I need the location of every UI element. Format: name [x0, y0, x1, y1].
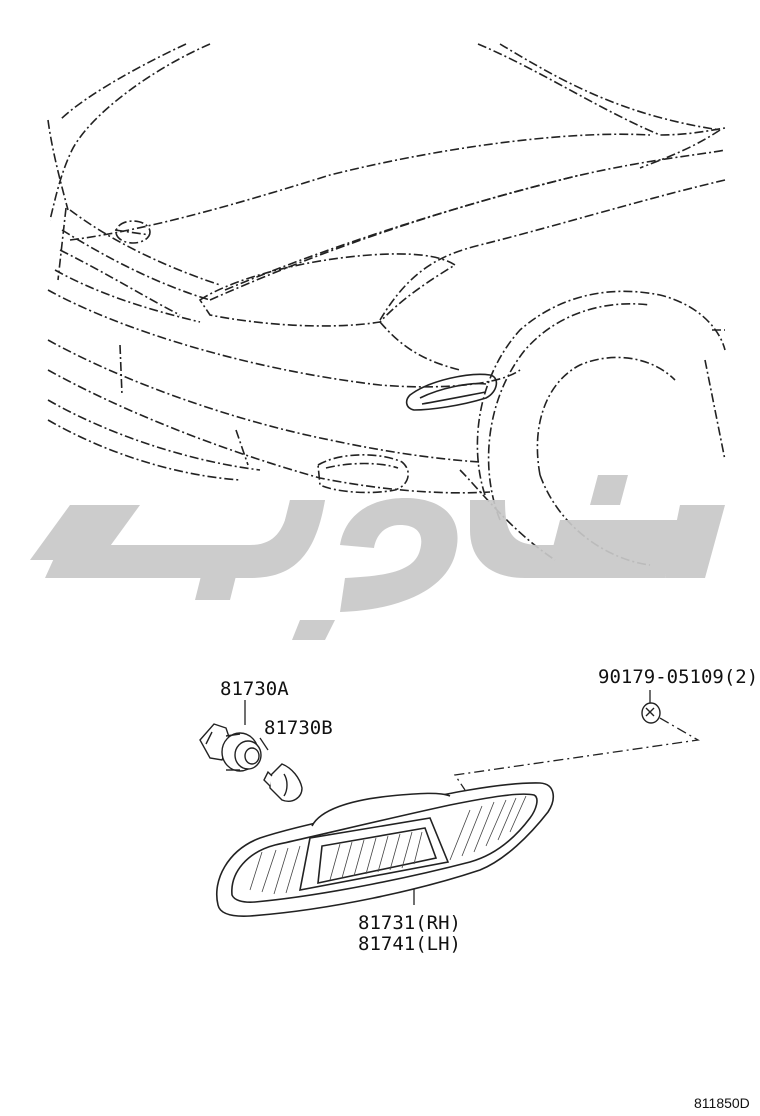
- car-side-marker: [405, 373, 498, 411]
- diagram-code: 811850D: [694, 1095, 750, 1111]
- bulb-icon: [263, 763, 303, 802]
- part-label-81731-rh: 81731(RH): [358, 912, 461, 934]
- part-label-81741-lh: 81741(LH): [358, 933, 461, 955]
- part-label-90179-05109: 90179-05109(2): [598, 666, 759, 688]
- assembly-dashed-lines: [453, 717, 700, 791]
- clip-icon: [641, 702, 661, 724]
- watermark: [30, 475, 725, 640]
- part-label-81730B: 81730B: [264, 717, 333, 739]
- part-label-81730A: 81730A: [220, 678, 289, 700]
- bulb-socket-icon: [199, 723, 262, 772]
- side-marker-lamp-icon: [216, 782, 555, 917]
